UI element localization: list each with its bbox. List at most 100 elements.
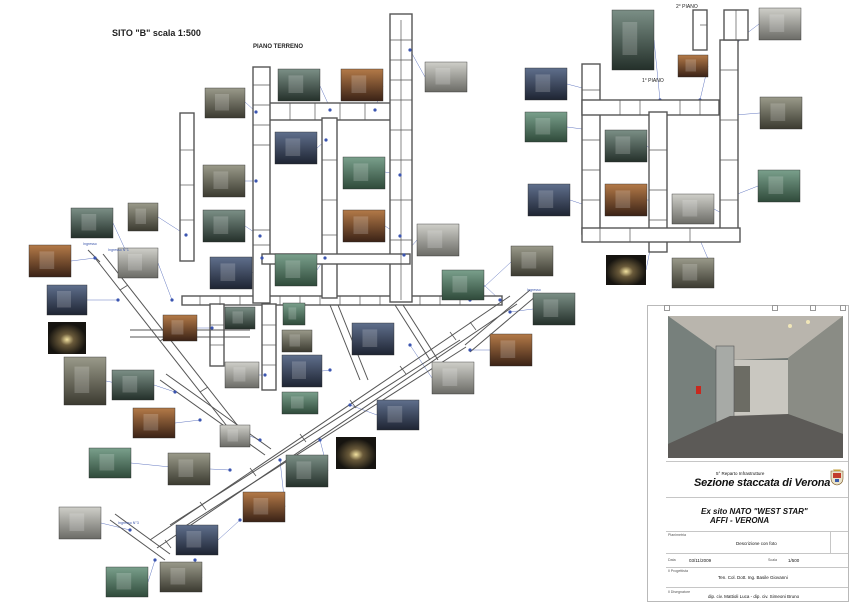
photo-highlight [128,254,142,271]
photo-highlight [39,251,55,269]
marker-dot [228,468,232,472]
photo-highlight [213,216,229,234]
photo-highlight [387,406,403,423]
leader-line [509,308,534,313]
leader-line [409,344,433,379]
marker-dot [468,348,472,352]
photo-highlight [543,299,559,317]
marker-dot [153,558,157,562]
photo-thumbnail [274,253,318,287]
photo-thumbnail [132,407,176,439]
photo-highlight [521,252,537,269]
photo-thumbnail [376,399,420,431]
photo-highlight [143,414,159,431]
photo-highlight [57,291,71,308]
photo-thumbnail [524,67,568,101]
photo-highlight [171,320,184,335]
photo-thumbnail [671,257,715,289]
photo-thumbnail [63,356,107,406]
marker-dot [408,343,412,347]
photo-highlight [442,368,458,386]
leader-line [734,112,761,116]
photo-highlight [253,498,269,515]
department-name: 5° Reparto Infrastrutture [716,471,765,476]
marker-dot [508,310,512,314]
photo-highlight [535,74,551,92]
photo-highlight [289,334,300,347]
photo-thumbnail [219,424,251,448]
photo-highlight [682,200,698,217]
leader-line [157,262,173,301]
corner-mark [664,305,670,311]
marker-dot [408,48,412,52]
photo-thumbnail [757,169,801,203]
photo-highlight [116,573,132,590]
photo-thumbnail [281,354,323,388]
designer-name: Ten. Col. Dott. Ing. Basile Giovanni [718,575,788,580]
photo-thumbnail [204,87,246,119]
photo-thumbnail [431,361,475,395]
marker-dot [258,438,262,442]
photo-thumbnail [46,284,88,316]
photo-thumbnail [342,209,386,243]
photo-thumbnail [274,131,318,165]
second-floor-label: 2° PIANO [676,4,698,10]
photo-highlight [615,136,631,154]
photo-thumbnail [28,244,72,278]
title-block-photo [668,316,843,458]
marker-dot [318,438,322,442]
photo-thumbnail [224,306,256,330]
leader-line [653,39,661,101]
photo-thumbnail [70,207,114,239]
photo-highlight [615,190,631,208]
photo-highlight [622,22,638,55]
leader-line [217,519,241,541]
entrance-label-2: Ingresso [527,288,541,292]
photo-highlight [186,531,202,548]
drafter-names: dip. civ. Mattioli Luca - dip. civ. Sime… [708,594,800,599]
photo-thumbnail [88,447,132,479]
photo-highlight [500,340,516,358]
drawing-description: Descrizione con foto [736,541,777,546]
scale-label: Scala [768,558,777,562]
photo-thumbnail [282,302,306,326]
photo-highlight [213,171,229,189]
leader-line [153,384,176,393]
photo-thumbnail [281,329,313,353]
title-block: 5° Reparto Infrastrutture Sezione stacca… [647,305,849,602]
marker-dot [258,234,262,238]
photo-highlight [215,94,229,111]
photo-thumbnail [105,566,149,598]
photo-thumbnail [202,209,246,243]
marker-dot [498,298,502,302]
marker-dot [348,403,352,407]
leader-line [174,419,201,424]
marker-dot [328,368,332,372]
photo-thumbnail [758,7,802,41]
leader-line [70,257,96,262]
photo-highlight [768,176,784,194]
marker-dot [398,234,402,238]
photo-thumbnail [242,491,286,523]
marker-dot [254,179,258,183]
photo-highlight [452,276,468,293]
photo-thumbnail [527,183,571,217]
photo-highlight [285,260,301,278]
ground-floor-label: PIANO TERRENO [253,44,304,50]
photo-highlight [135,208,146,224]
photo-thumbnail [524,111,568,143]
photo-highlight [232,311,243,324]
photo-highlight [362,329,378,347]
photo-thumbnail [159,561,203,593]
corner-mark [772,305,778,311]
site-b-partitions [180,20,461,366]
photo-thumbnail [342,156,386,190]
photo-highlight [285,138,301,156]
marker-dot [398,173,402,177]
photo-highlight [353,216,369,234]
marker-dot [170,298,174,302]
photo-highlight [292,361,306,379]
photo-highlight [233,367,246,382]
first-floor-partitions [582,10,738,242]
